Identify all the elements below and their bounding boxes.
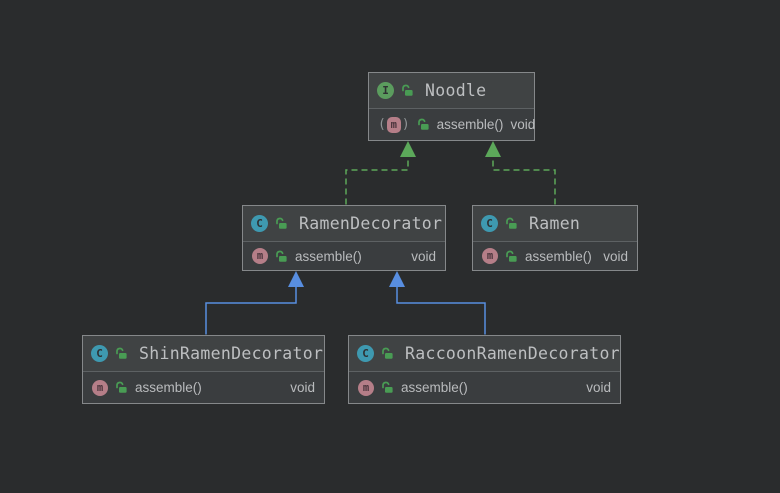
edge-realization-ramendecorator-noodle[interactable] xyxy=(345,141,416,205)
class-icon: C xyxy=(357,345,374,362)
class-icon: C xyxy=(481,215,498,232)
open-lock-icon xyxy=(276,250,287,262)
node-header[interactable]: C RamenDecorator xyxy=(243,206,445,242)
node-header[interactable]: C ShinRamenDecorator xyxy=(83,336,324,372)
node-members: m assemble() void xyxy=(473,242,637,270)
method-icon: m xyxy=(358,379,374,396)
method-row[interactable]: m assemble() void xyxy=(83,379,324,396)
method-name: assemble() xyxy=(295,248,362,264)
open-lock-icon xyxy=(417,118,429,130)
method-return-type: void xyxy=(290,380,315,395)
open-lock-icon xyxy=(402,84,413,96)
node-title: Ramen xyxy=(529,214,581,233)
node-title: RamenDecorator xyxy=(299,214,443,233)
method-row[interactable]: m assemble() void xyxy=(473,248,637,264)
hollow-triangle-arrow-icon xyxy=(288,271,304,287)
node-ramendecorator[interactable]: C RamenDecorator m assemble() void xyxy=(242,205,446,271)
hollow-triangle-arrow-icon xyxy=(400,141,416,157)
node-members: m assemble() void xyxy=(83,372,324,403)
method-row[interactable]: m assemble() void xyxy=(349,379,620,396)
method-icon: m xyxy=(92,379,108,396)
open-lock-icon xyxy=(382,347,393,359)
edge-line[interactable] xyxy=(492,157,556,205)
node-header[interactable]: I Noodle xyxy=(369,73,534,109)
node-title: ShinRamenDecorator xyxy=(139,344,324,363)
paren-right: ) xyxy=(401,117,410,132)
method-icon: m xyxy=(252,248,268,264)
edge-line[interactable] xyxy=(205,287,297,335)
node-members: m assemble() void xyxy=(243,242,445,270)
class-icon: C xyxy=(91,345,108,362)
open-lock-icon xyxy=(116,381,127,393)
edge-realization-ramen-noodle[interactable] xyxy=(485,141,556,205)
edge-inheritance-shinramendecorator-ramendecorator[interactable] xyxy=(205,271,304,335)
edge-line[interactable] xyxy=(396,287,486,335)
method-name: assemble() xyxy=(436,117,504,132)
method-name: assemble() xyxy=(401,380,468,395)
method-name: assemble() xyxy=(135,380,202,395)
node-title: RaccoonRamenDecorator xyxy=(405,344,620,363)
method-row[interactable]: m assemble() void xyxy=(243,248,445,264)
node-shinramendecorator[interactable]: C ShinRamenDecorator m assemble() void xyxy=(82,335,325,404)
method-name: assemble() xyxy=(525,248,592,264)
method-return-type: void xyxy=(586,380,611,395)
class-icon: C xyxy=(251,215,268,232)
abstract-method-icon: ( m ) xyxy=(378,116,410,133)
method-letter: m xyxy=(386,116,401,133)
node-members: m assemble() void xyxy=(349,372,620,403)
node-ramen[interactable]: C Ramen m assemble() void xyxy=(472,205,638,271)
method-row[interactable]: ( m ) assemble() void xyxy=(369,116,536,133)
method-return-type: void xyxy=(510,117,536,132)
method-return-type: void xyxy=(411,248,436,264)
open-lock-icon xyxy=(382,381,393,393)
node-members: ( m ) assemble() void xyxy=(369,109,536,140)
open-lock-icon xyxy=(506,217,517,229)
open-lock-icon xyxy=(116,347,127,359)
interface-icon: I xyxy=(377,82,394,99)
node-noodle[interactable]: I Noodle ( m ) assemble() void xyxy=(368,72,535,141)
method-return-type: void xyxy=(603,248,628,264)
hollow-triangle-arrow-icon xyxy=(389,271,405,287)
paren-left: ( xyxy=(378,117,386,132)
edge-line[interactable] xyxy=(345,157,409,205)
node-raccoonramendecorator[interactable]: C RaccoonRamenDecorator m assemble() voi… xyxy=(348,335,621,404)
edge-inheritance-raccoonramendecorator-ramendecorator[interactable] xyxy=(389,271,486,335)
hollow-triangle-arrow-icon xyxy=(485,141,501,157)
open-lock-icon xyxy=(276,217,287,229)
open-lock-icon xyxy=(506,250,517,262)
method-icon: m xyxy=(482,248,498,264)
node-title: Noodle xyxy=(425,81,487,100)
node-header[interactable]: C Ramen xyxy=(473,206,637,242)
node-header[interactable]: C RaccoonRamenDecorator xyxy=(349,336,620,372)
